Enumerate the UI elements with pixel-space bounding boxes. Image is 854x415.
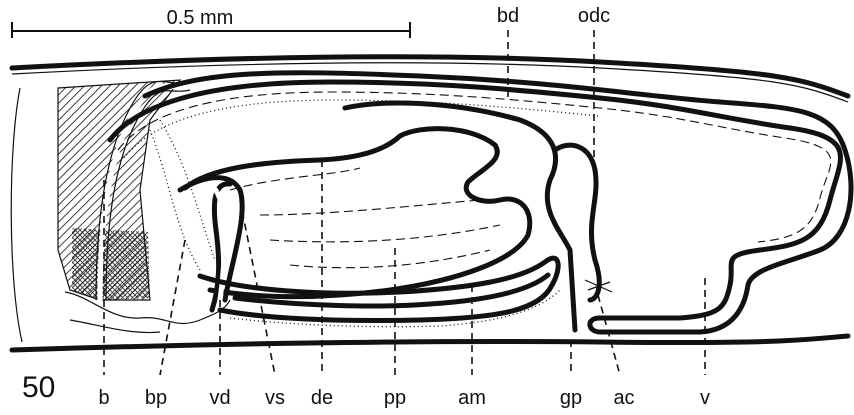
scale-bar-label: 0.5 mm [167, 7, 234, 29]
figure-number: 50 [22, 371, 55, 404]
label-bd: bd [497, 5, 519, 27]
label-vd: vd [209, 387, 230, 409]
top-labels: bd odc [497, 5, 610, 27]
label-gp: gp [560, 387, 582, 409]
label-am: am [458, 387, 486, 409]
label-bp: bp [145, 387, 167, 409]
label-ac: ac [613, 387, 634, 409]
penis-papilla [150, 120, 530, 297]
label-v: v [700, 387, 710, 409]
scale-bar: 0.5 mm [12, 7, 410, 38]
label-b: b [98, 387, 109, 409]
label-de: de [311, 387, 333, 409]
hatched-region [58, 80, 190, 300]
label-pp: pp [384, 387, 406, 409]
label-odc: odc [578, 5, 610, 27]
bottom-labels: b bp vd vs de pp am gp ac v [98, 387, 710, 409]
label-vs: vs [265, 387, 285, 409]
